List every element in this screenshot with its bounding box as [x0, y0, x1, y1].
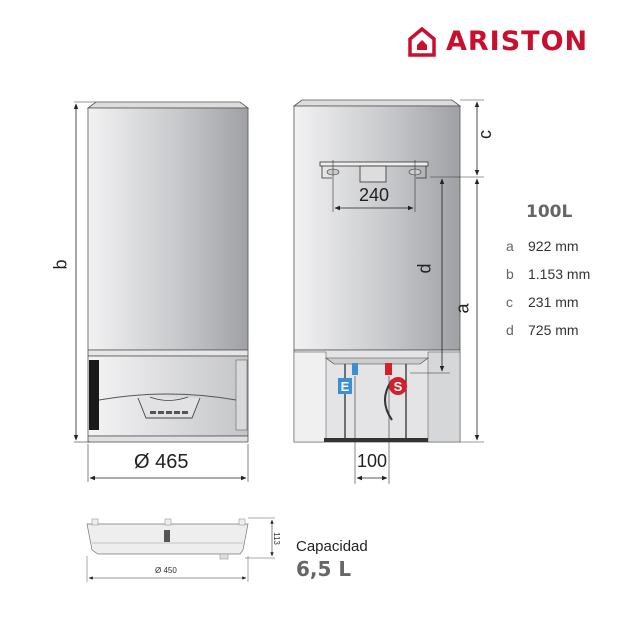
dim-label-d: d [414, 263, 435, 274]
dim-label-bottom-width: Ø 450 [155, 566, 177, 575]
brand-logo: ARISTON [408, 26, 588, 57]
spec-title: 100L [526, 202, 573, 222]
brand-name: ARISTON [446, 26, 589, 57]
dim-label-240: 240 [359, 185, 390, 205]
dim-label-width: Ø 465 [134, 451, 189, 473]
dim-label-bottom-height: 113 [271, 532, 281, 545]
capacity-value: 6,5 L [296, 557, 352, 581]
dim-label-c: c [475, 130, 495, 139]
outlet-badge [389, 377, 407, 395]
house-icon [408, 26, 436, 57]
dim-label-a: a [452, 303, 473, 314]
dim-label-b: b [50, 259, 71, 270]
bottom-view [86, 517, 275, 582]
svg-text:S: S [394, 379, 403, 394]
svg-text:E: E [341, 379, 350, 394]
capacity-label: Capacidad [296, 538, 368, 555]
side-view: E S [292, 99, 484, 484]
front-view [73, 101, 250, 482]
inlet-badge [338, 378, 352, 394]
dim-label-100: 100 [357, 451, 388, 471]
